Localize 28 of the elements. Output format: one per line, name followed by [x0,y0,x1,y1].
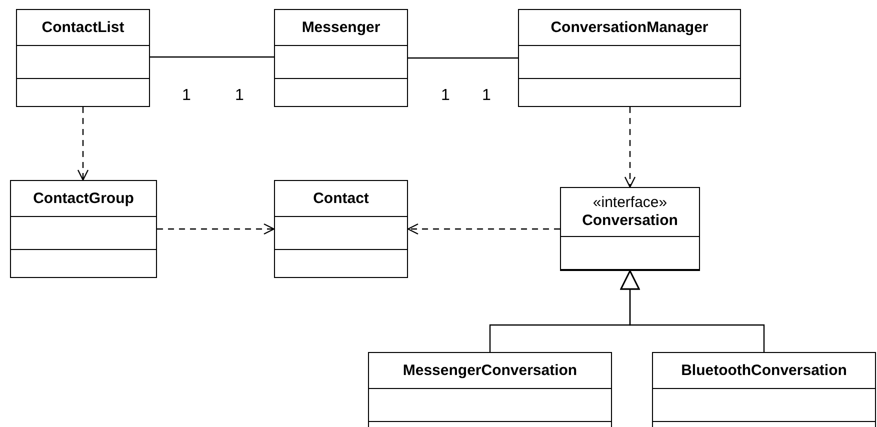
class-box [274,180,408,278]
association-line [150,56,274,58]
association-line [408,57,518,59]
class-name: ConversationManager [550,18,708,36]
dependency-arrow [77,107,89,181]
class-box [560,187,700,271]
class-box [16,9,150,107]
class-box [518,9,741,107]
dependency-arrow [157,223,275,235]
multiplicity-label: 1 [441,87,450,105]
class-box [274,9,408,107]
class-name: Messenger [302,18,380,36]
class-box [10,180,157,278]
dependency-arrow [407,223,560,235]
class-name: BluetoothConversation [681,362,847,380]
class-box [652,352,876,427]
class-name: ContactList [42,18,124,36]
stereotype: «interface» [592,194,668,212]
multiplicity-label: 1 [182,87,191,105]
multiplicity-label: 1 [235,87,244,105]
class-name: ContactGroup [33,190,134,208]
multiplicity-label: 1 [482,87,491,105]
class-box [368,352,612,427]
dependency-arrow [624,107,636,188]
generalization-arrow [620,270,765,352]
class-name: Conversation [582,212,678,230]
class-name: Contact [313,190,369,208]
class-name: MessengerConversation [402,362,578,380]
